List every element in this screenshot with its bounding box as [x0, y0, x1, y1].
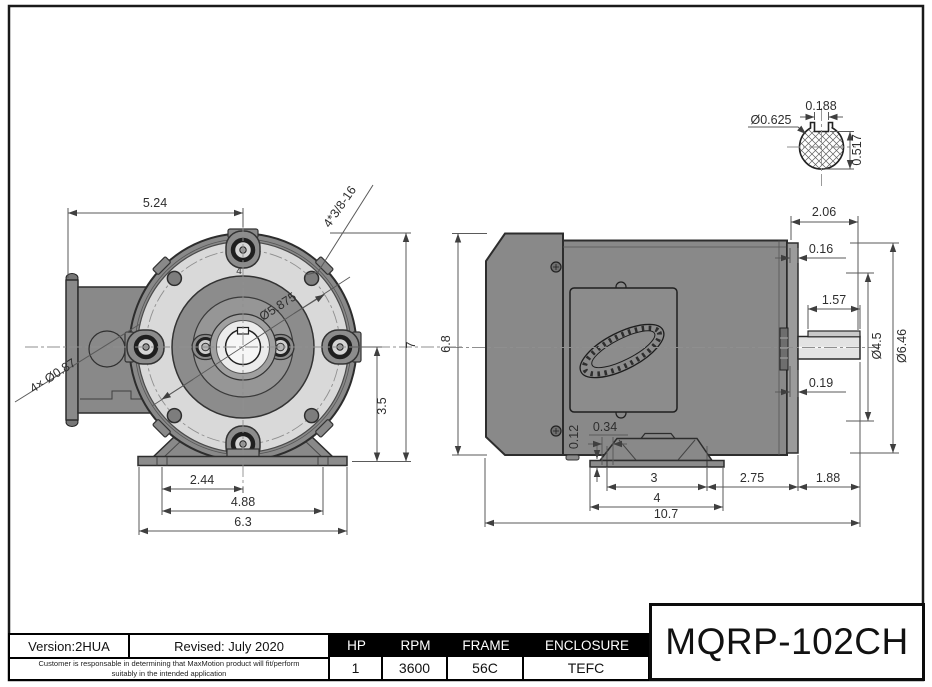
side-foot: [589, 432, 725, 468]
side-dimensions: 6.8 2.06 0.16 1.57 Ø4.5 Ø6.46 0.19 0.12: [439, 205, 909, 527]
spec-header-frame: FRAME: [462, 637, 510, 653]
dim-front-top-width: 5.24: [143, 196, 167, 210]
dim-side-body-height: 6.8: [439, 335, 453, 352]
spec-value-frame: 56C: [448, 657, 524, 679]
spec-header-hp: HP: [347, 637, 366, 653]
dim-pad-height: 0.12: [567, 425, 581, 449]
dim-flange-dia: Ø6.46: [895, 329, 909, 363]
shaft-section-outline: [798, 121, 845, 170]
fan-cover: [485, 232, 564, 456]
dim-flat-height: 0.517: [850, 134, 864, 165]
model-number: MQRP-102CH: [649, 603, 925, 681]
shaft-slinger: [779, 327, 789, 371]
brand-logo-icon: [579, 323, 665, 379]
dim-front-center-height: 3.5: [375, 397, 389, 414]
spec-value-enclosure: TEFC: [524, 657, 650, 679]
spec-header-rpm: RPM: [400, 637, 431, 653]
spec-value-hp: 1: [330, 657, 383, 679]
front-view: 5.24 7 3.5 2.44 4.88 6.3 4*3/8-16 Ø5.875…: [14, 183, 462, 535]
dim-slot-width: 0.34: [593, 420, 617, 434]
spec-header-enclosure: ENCLOSURE: [544, 637, 630, 653]
shaft-key: [807, 330, 861, 338]
dim-slot-span: 3: [651, 471, 658, 485]
dim-pilot-dia: Ø4.5: [870, 332, 884, 359]
dim-foot-length: 4: [654, 491, 661, 505]
spec-value-rpm: 3600: [383, 657, 448, 679]
dim-shaft-length: 1.57: [822, 293, 846, 307]
thread-callout: 4*3/8-16: [320, 183, 359, 230]
dim-flange-thickness: 0.16: [809, 242, 833, 256]
disclaimer-line-1: Customer is responsable in determining t…: [38, 659, 300, 669]
spec-header-row: HP RPM FRAME ENCLOSURE: [330, 633, 650, 657]
title-block-left: Version:2HUA Revised: July 2020 Customer…: [8, 633, 330, 681]
side-view: 6.8 2.06 0.16 1.57 Ø4.5 Ø6.46 0.19 0.12: [439, 205, 909, 527]
spec-value-row: 1 3600 56C TEFC: [330, 657, 650, 679]
dim-overall-length: 10.7: [654, 507, 678, 521]
dim-shaft-overhang: 2.06: [812, 205, 836, 219]
dim-shaft-dia: Ø0.625: [750, 113, 791, 127]
dim-front-base-width: 6.3: [234, 515, 251, 529]
disclaimer-line-2: suitably in the intended application: [111, 669, 227, 678]
dim-front-slot-span: 4.88: [231, 495, 255, 509]
dim-shaft-extension: 1.88: [816, 471, 840, 485]
dim-key-width: 0.188: [805, 99, 836, 113]
dim-front-overall-height: 7: [404, 341, 418, 348]
c-face-flange: [786, 242, 799, 454]
version-cell: Version:2HUA: [10, 635, 130, 657]
hole-count-marker: 4: [236, 266, 242, 277]
dim-shaft-step: 0.19: [809, 376, 833, 390]
disclaimer: Customer is responsable in determining t…: [10, 659, 328, 679]
dim-front-slot-to-center: 2.44: [190, 473, 214, 487]
shaft-section-view: 0.188 Ø0.625 0.517: [748, 99, 864, 186]
dim-flange-to-foot: 2.75: [740, 471, 764, 485]
tapped-holes: [166, 270, 320, 424]
spec-table: HP RPM FRAME ENCLOSURE 1 3600 56C TEFC: [330, 633, 650, 681]
nameplate: [569, 281, 678, 419]
revised-cell: Revised: July 2020: [174, 638, 284, 654]
